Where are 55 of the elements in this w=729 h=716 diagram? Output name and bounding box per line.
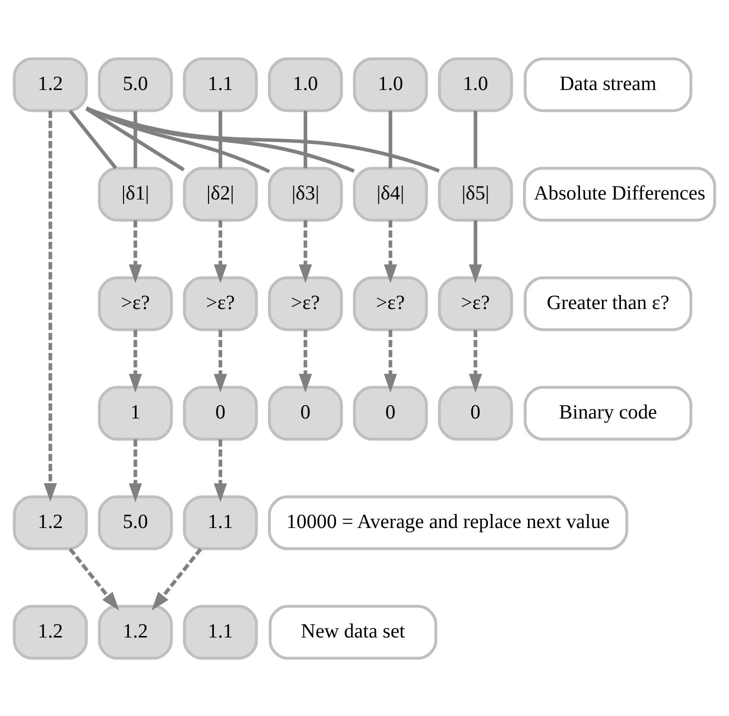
- arrow: [128, 329, 142, 392]
- node-box: >ε?: [268, 276, 343, 331]
- connector: [68, 109, 118, 169]
- node-box: |δ2|: [182, 166, 258, 222]
- node-box: Greater than ε?: [524, 276, 692, 331]
- node-box: 0: [268, 385, 343, 440]
- arrow: [214, 438, 227, 502]
- node-box: 1: [98, 385, 173, 440]
- node-box: 1.0: [268, 56, 343, 112]
- node-box: 1.1: [182, 494, 258, 550]
- node-box: 5.0: [98, 494, 173, 550]
- node-box: Binary code: [524, 385, 692, 440]
- node-box: >ε?: [352, 276, 428, 331]
- node-box: New data set: [268, 604, 438, 660]
- node-box: |δ4|: [352, 166, 428, 222]
- arrow: [468, 329, 482, 392]
- node-box: |δ3|: [268, 166, 343, 222]
- node-box: 1.2: [98, 604, 173, 660]
- arrow: [214, 329, 227, 392]
- node-box: 0: [352, 385, 428, 440]
- node-box: >ε?: [438, 276, 513, 331]
- node-box: 1.0: [352, 56, 428, 112]
- arrow: [128, 438, 142, 502]
- arrow: [44, 110, 57, 502]
- arrow: [384, 329, 398, 392]
- arrow: [298, 220, 312, 283]
- node-box: >ε?: [98, 276, 173, 331]
- connector: [86, 106, 440, 172]
- node-box: 1.2: [12, 494, 88, 550]
- arrow: [128, 220, 142, 283]
- connector: [304, 110, 308, 168]
- connector: [134, 110, 138, 168]
- arrow: [298, 329, 312, 392]
- arrow: [384, 220, 398, 283]
- node-box: >ε?: [182, 276, 258, 331]
- node-box: 1.1: [182, 56, 258, 112]
- node-box: 1.1: [182, 604, 258, 660]
- connector: [474, 110, 478, 168]
- arrow: [152, 547, 202, 610]
- node-box: |δ1|: [98, 166, 173, 222]
- node-box: 1.0: [438, 56, 513, 112]
- node-box: |δ5|: [438, 166, 513, 222]
- node-box: 1.2: [12, 56, 88, 112]
- arrow: [68, 547, 120, 610]
- node-box: 10000 = Average and replace next value: [268, 494, 628, 550]
- node-box: Absolute Differences: [523, 166, 716, 222]
- connector: [218, 110, 222, 168]
- node-box: 0: [182, 385, 258, 440]
- arrow: [214, 220, 227, 283]
- arrow: [468, 220, 482, 283]
- connector: [388, 110, 392, 168]
- node-box: Data stream: [524, 56, 692, 112]
- node-box: 1.2: [12, 604, 88, 660]
- node-box: 5.0: [98, 56, 173, 112]
- node-box: 0: [438, 385, 513, 440]
